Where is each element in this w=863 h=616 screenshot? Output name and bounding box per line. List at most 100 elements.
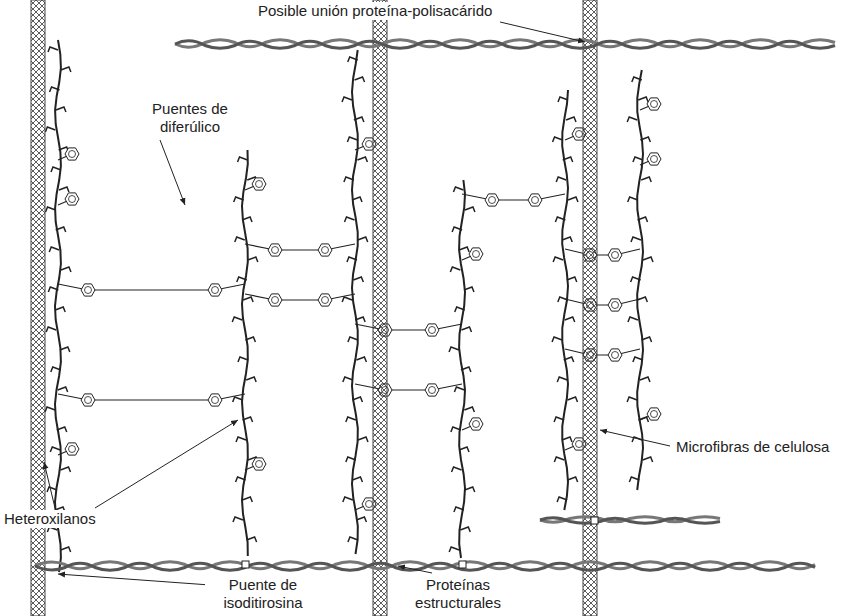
- xylan-backbone: [242, 150, 248, 556]
- arabinose-branch: [568, 197, 578, 202]
- arabinose-branch: [568, 397, 578, 402]
- ferulic-ring: [469, 248, 483, 260]
- arabinose-branch: [454, 507, 464, 512]
- arabinose-branch: [352, 197, 362, 202]
- arabinose-branch: [464, 287, 474, 292]
- ferulic-ring-inner: [651, 156, 658, 163]
- arabinose-branch: [347, 257, 357, 262]
- arabinose-branch: [452, 227, 462, 232]
- arabinose-branch: [47, 487, 57, 492]
- ferulic-ring: [252, 178, 266, 190]
- arabinose-branch: [348, 537, 358, 542]
- arabinose-branch: [641, 177, 651, 182]
- ferulic-ring-inner: [651, 411, 658, 418]
- ferulic-ring-inner: [429, 387, 436, 394]
- arabinose-branch: [345, 217, 355, 222]
- ferulic-ring: [65, 193, 79, 205]
- heteroxylan-chains: [45, 40, 661, 572]
- arabinose-branch: [627, 117, 637, 122]
- ferulic-ring-inner: [85, 397, 92, 404]
- ferulic-ring-inner: [256, 461, 263, 468]
- arabinose-branch: [237, 277, 247, 282]
- arabinose-branch: [343, 497, 353, 502]
- arabinose-branch: [346, 417, 356, 422]
- ferulic-ring-inner: [212, 287, 219, 294]
- arabinose-branch: [450, 267, 460, 272]
- protein-strand: [540, 518, 720, 523]
- arabinose-branch: [58, 387, 68, 392]
- ferulic-ring-inner: [256, 181, 263, 188]
- ferulic-ring: [268, 244, 282, 256]
- structural-proteins-front: [35, 40, 835, 571]
- ferulic-ring: [252, 458, 266, 470]
- ferulic-ring-inner: [272, 247, 279, 254]
- diferulic-bridge: [245, 294, 355, 300]
- ferulic-ring: [268, 294, 282, 306]
- arabinose-branch: [631, 277, 641, 282]
- arabinose-branch: [631, 237, 641, 242]
- diferulic-bridge: [355, 384, 462, 390]
- arabinose-branch: [640, 377, 650, 382]
- arabinose-branch: [640, 137, 650, 142]
- callout-label: Posible unión proteína-polisacárido: [256, 2, 494, 20]
- arabinose-branch: [628, 317, 638, 322]
- arabinose-branch: [342, 297, 352, 302]
- arabinose-branch: [60, 347, 70, 352]
- arabinose-branch: [555, 217, 565, 222]
- arabinose-branch: [56, 227, 66, 232]
- arabinose-branch: [232, 317, 242, 322]
- arabinose-branch: [57, 427, 67, 432]
- arabinose-branch: [627, 397, 637, 402]
- ferulic-ring-inner: [532, 197, 539, 204]
- ferulic-ring: [608, 349, 622, 361]
- ferulic-ring: [318, 294, 332, 306]
- arabinose-branch: [449, 347, 459, 352]
- arabinose-branch: [461, 367, 471, 372]
- callout-label: Heteroxilanos: [2, 510, 98, 528]
- arabinose-branch: [245, 337, 255, 342]
- arabinose-branch: [343, 377, 353, 382]
- arabinose-branch: [452, 467, 462, 472]
- arabinose-branch: [51, 167, 61, 172]
- arabinose-branch: [643, 457, 653, 462]
- arabinose-branch: [352, 397, 362, 402]
- diferulic-bridge: [565, 299, 640, 305]
- arabinose-branch: [354, 117, 364, 122]
- ferulic-ring-inner: [272, 297, 279, 304]
- ferulic-ring: [81, 394, 95, 406]
- arabinose-branch: [553, 257, 563, 262]
- arabinose-branch: [358, 237, 368, 242]
- ferulic-ring-inner: [576, 441, 583, 448]
- ferulic-ring: [647, 153, 661, 165]
- arabinose-branch: [449, 547, 459, 552]
- diferulic-bridge: [245, 244, 355, 250]
- callout-label: Microfibras de celulosa: [674, 438, 831, 456]
- arabinose-branch: [465, 487, 475, 492]
- protein-polysaccharide-links: [242, 517, 598, 568]
- ferulic-ring: [608, 249, 622, 261]
- arabinose-branch: [346, 457, 356, 462]
- ferulic-ring: [647, 98, 661, 110]
- ferulic-ring: [425, 324, 439, 336]
- arabinose-branch: [565, 317, 575, 322]
- arabinose-branch: [236, 477, 246, 482]
- arabinose-branch: [355, 77, 365, 82]
- ferulic-ring: [81, 284, 95, 296]
- arabinose-branch: [56, 107, 66, 112]
- arabinose-branch: [357, 157, 367, 162]
- arabinose-branch: [638, 217, 648, 222]
- arabinose-branch: [344, 177, 354, 182]
- arabinose-branch: [45, 407, 55, 412]
- arabinose-branch: [236, 437, 246, 442]
- arabinose-branch: [563, 157, 573, 162]
- arabinose-branch: [247, 537, 257, 542]
- arabinose-branch: [356, 517, 366, 522]
- arabinose-branch: [238, 357, 248, 362]
- arabinose-branch: [459, 247, 469, 252]
- cellulose-microfibrils: [31, 0, 597, 616]
- arabinose-branch: [633, 157, 643, 162]
- ferulic-ring-inner: [69, 151, 76, 158]
- ferulic-ring: [65, 443, 79, 455]
